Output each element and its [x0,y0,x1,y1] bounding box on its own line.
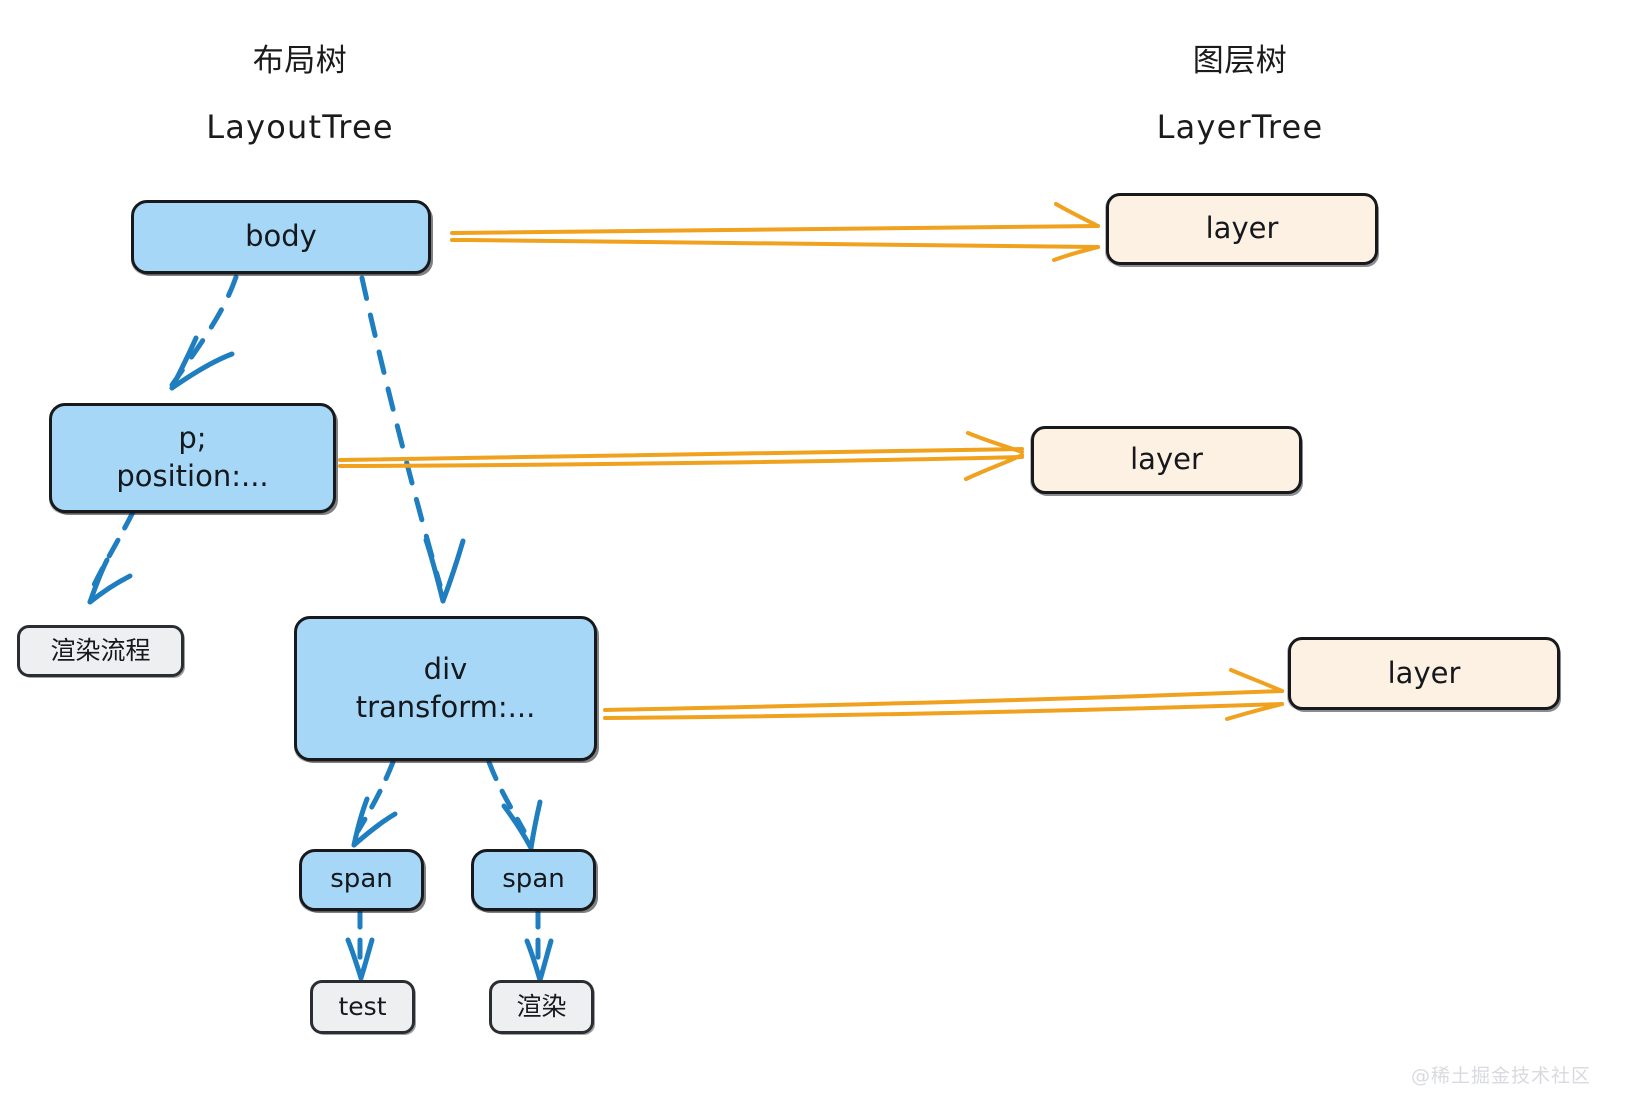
node-div[interactable]: div transform:... [294,616,597,761]
node-test[interactable]: test [310,980,415,1034]
layer-tree-title: 图层树 LayerTree [1080,18,1400,171]
layout-tree-title-cn: 布局树 [252,43,348,80]
node-p[interactable]: p; position:... [49,403,336,513]
edge-span-right-to-render-cn [524,907,554,983]
layout-tree-title-en: LayoutTree [206,107,394,146]
node-body[interactable]: body [131,200,431,274]
node-layer-top[interactable]: layer [1106,193,1378,265]
node-render-cn[interactable]: 渲染 [489,980,594,1034]
edge-span-left-to-test [345,907,375,981]
node-span-left[interactable]: span [299,849,424,911]
node-layer-middle[interactable]: layer [1031,426,1302,494]
mapping-p-to-layer-middle [338,431,1024,481]
edge-body-to-p [169,274,239,391]
mapping-div-to-layer-bottom [603,668,1284,721]
node-render-flow[interactable]: 渲染流程 [17,625,184,677]
edge-div-to-span-left [351,759,398,848]
mapping-body-to-layer-top [450,202,1100,262]
watermark: @稀土掘金技术社区 [1411,1065,1592,1087]
edge-div-to-span-right [486,759,543,851]
layer-tree-title-cn: 图层树 [1192,43,1288,80]
layer-tree-title-en: LayerTree [1156,107,1324,146]
edge-body-to-div [359,275,466,604]
edge-p-to-render [87,509,136,605]
node-layer-bottom[interactable]: layer [1288,637,1560,710]
node-span-right[interactable]: span [471,849,596,911]
layout-tree-title: 布局树 LayoutTree [140,18,460,171]
